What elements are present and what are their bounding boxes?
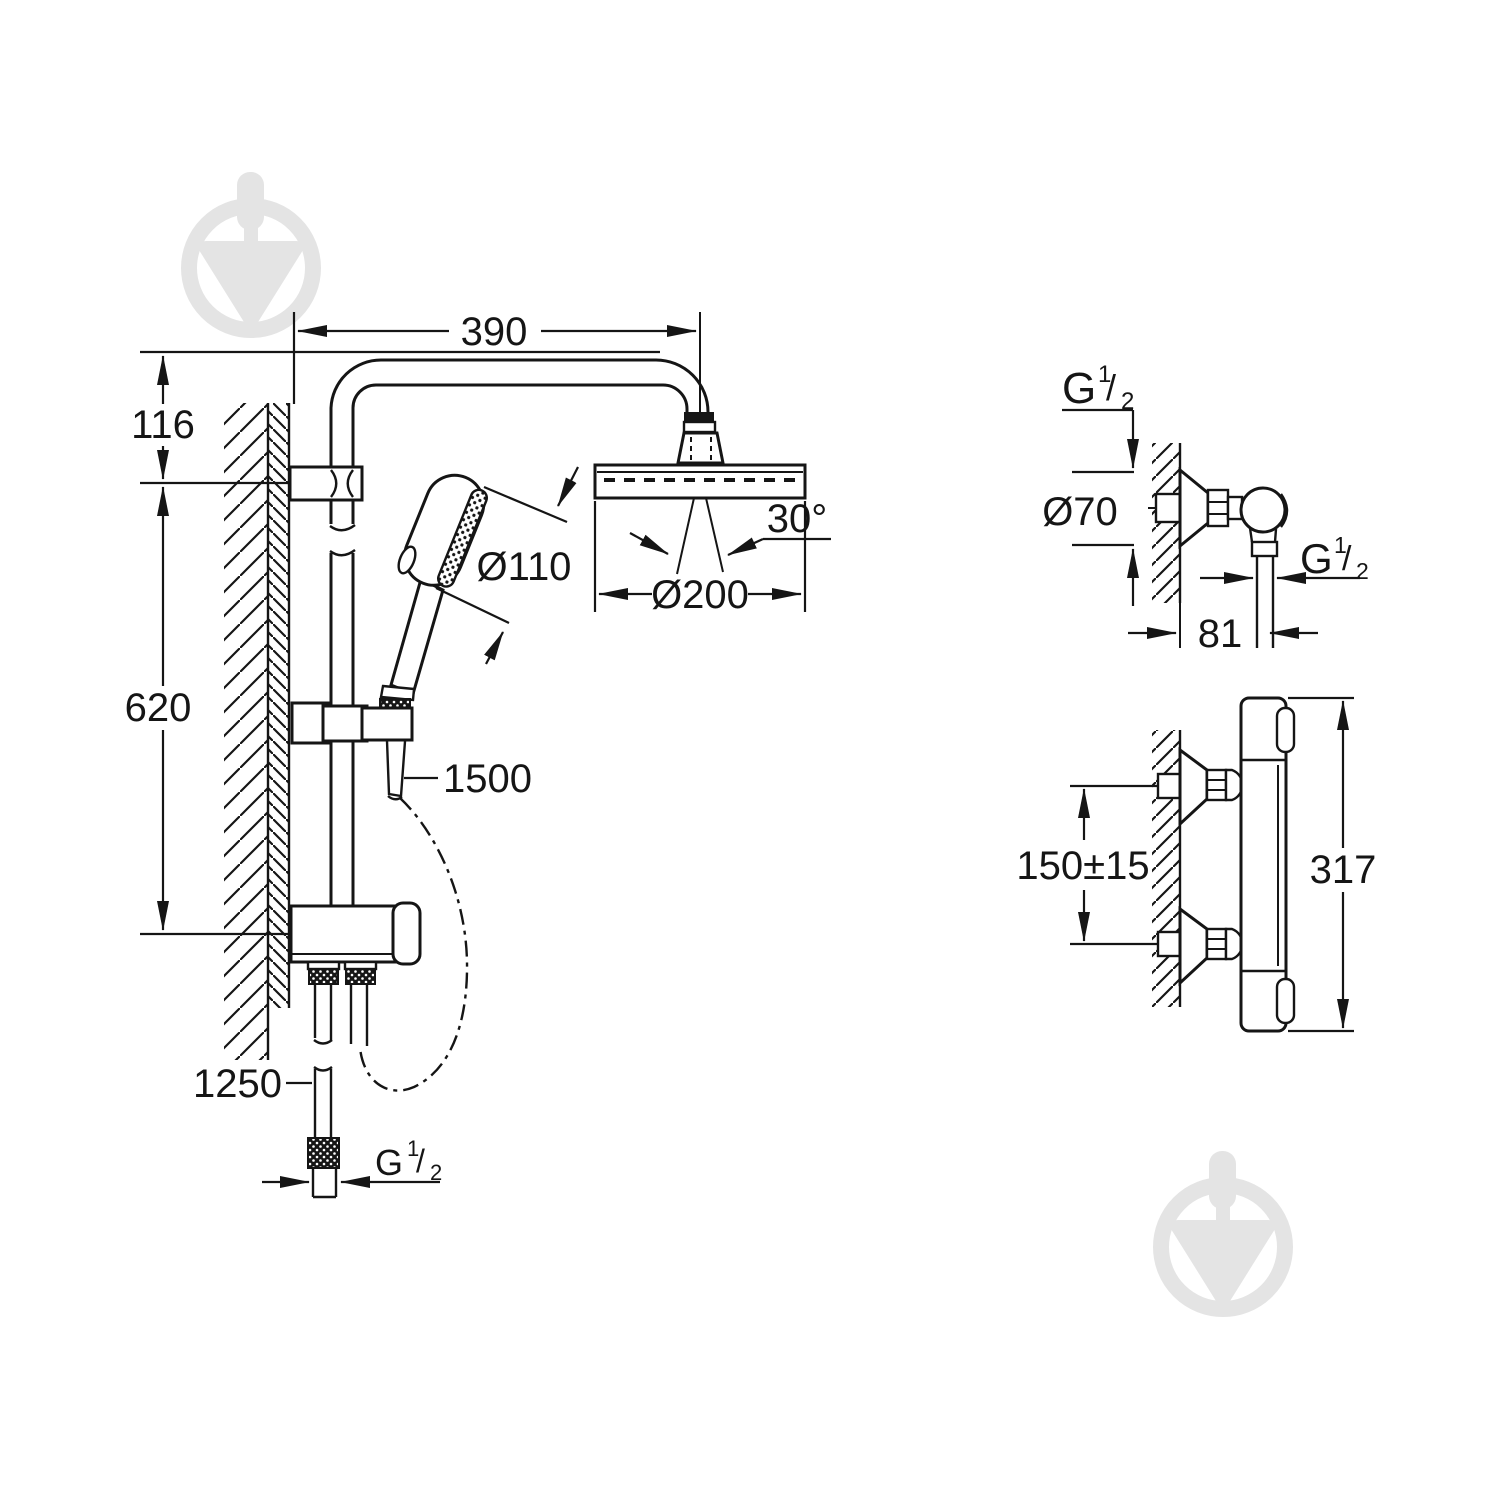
thread-denominator: 2 [430, 1160, 442, 1185]
thread-letter: G [1062, 364, 1096, 413]
dim-supply-hose-length: 1250 [193, 1062, 312, 1106]
thermostat-union-top [1156, 747, 1244, 828]
dim-head-drop-label: 116 [131, 403, 195, 447]
dim-wall-thread: G 1 / 2 [1062, 361, 1139, 469]
hand-shower-handle [389, 576, 445, 697]
dim-projection-81: 81 [1128, 612, 1318, 656]
bottom-bracket [289, 901, 422, 1046]
dim-head-drop: 116 [131, 355, 195, 480]
dim-head-shower-diameter-label: Ø200 [651, 573, 749, 617]
dim-shower-hose-length: 1500 [404, 757, 532, 801]
supply-hose-nut [307, 1137, 340, 1169]
dim-connection-spacing-label: 150±15 [1016, 844, 1149, 888]
thread-denominator: 2 [1356, 558, 1369, 584]
head-shower [593, 412, 807, 575]
thermostat-handle-bottom [1275, 977, 1296, 1025]
dim-supply-hose-length-label: 1250 [193, 1062, 282, 1106]
hand-shower-spray-face [437, 488, 488, 588]
wall-section [224, 403, 291, 1060]
thread-numerator: 1 [1334, 532, 1347, 558]
thread-numerator: 1 [1098, 361, 1111, 388]
spray-line-left [676, 497, 695, 575]
dim-escutcheon-diameter-label: Ø70 [1042, 490, 1118, 534]
wall-bracket-top [288, 465, 364, 502]
dim-arm-projection: 390 [297, 310, 697, 354]
shower-hose-loop [358, 797, 469, 1092]
dim-spray-angle-label: 30° [767, 497, 828, 541]
thread-slash: / [1106, 367, 1116, 408]
dim-body-height: 317 [1288, 696, 1377, 1033]
dim-rail-length-label: 620 [125, 686, 192, 730]
dim-arm-projection-label: 390 [461, 310, 528, 354]
thermostat-handle-top [1275, 706, 1296, 754]
thread-denominator: 2 [1121, 388, 1134, 415]
supply-hose [307, 1066, 340, 1199]
thread-numerator: 1 [407, 1136, 419, 1161]
elbow-detail-view: G 1 / 2 Ø70 G 1 / 2 81 [1042, 361, 1369, 656]
hand-shower [379, 473, 488, 801]
dim-outlet-thread: G 1 / 2 [1200, 532, 1369, 584]
thread-letter: G [375, 1142, 403, 1183]
thread-letter: G [1300, 535, 1333, 582]
watermark-logo-top-left [189, 172, 313, 330]
thermostat-body [1239, 696, 1296, 1033]
thread-slash: / [416, 1143, 425, 1179]
thermostat-wall-section [1152, 730, 1182, 1007]
dim-rail-length: 620 [125, 486, 192, 931]
riser-pipe [329, 358, 710, 906]
dim-body-height-label: 317 [1310, 848, 1377, 892]
dim-hand-shower-diameter: Ø110 [435, 466, 579, 665]
elbow-ball-joint [1239, 486, 1287, 534]
dim-shower-hose-length-label: 1500 [443, 757, 532, 801]
slide-rail-holder [290, 701, 414, 745]
elbow-union [1154, 466, 1289, 648]
dim-escutcheon-diameter: Ø70 [1042, 470, 1139, 606]
dim-hand-shower-diameter-label: Ø110 [477, 545, 572, 589]
main-view: 390 116 620 [125, 310, 831, 1199]
dim-supply-thread: G 1 / 2 [262, 1136, 442, 1188]
dim-spray-angle: 30° [629, 497, 831, 557]
dim-connection-spacing: 150±15 [1016, 784, 1174, 946]
spray-line-right [705, 497, 724, 573]
hand-shower-button [397, 545, 417, 575]
dim-head-shower-diameter: Ø200 [593, 501, 807, 617]
extension-lines [140, 312, 701, 936]
watermark-logo-bottom-right [1161, 1151, 1285, 1309]
elbow-wall-section [1152, 443, 1182, 648]
thermostat-union-bottom [1156, 906, 1244, 987]
thermostat-detail-view: 150±15 [1016, 696, 1377, 1033]
dim-projection-81-label: 81 [1198, 612, 1243, 656]
thread-slash: / [1342, 540, 1352, 578]
